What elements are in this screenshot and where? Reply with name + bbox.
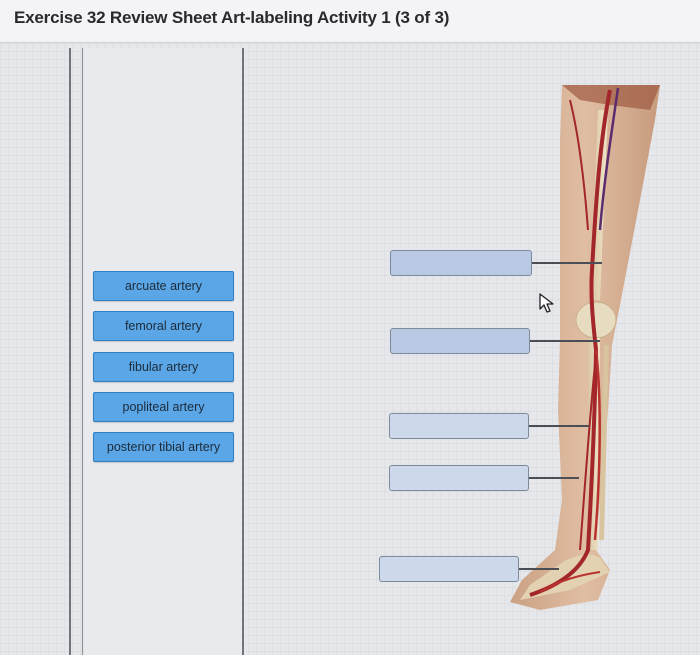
drop-target-5[interactable] xyxy=(379,556,519,582)
divider-left xyxy=(69,48,71,655)
divider-left-inner xyxy=(82,48,83,655)
label-arcuate-artery[interactable]: arcuate artery xyxy=(93,271,234,301)
leader-line-3 xyxy=(529,425,589,427)
label-posterior-tibial-artery[interactable]: posterior tibial artery xyxy=(93,432,234,462)
cursor-arrow-icon xyxy=(539,293,554,313)
leader-line-5 xyxy=(519,568,559,570)
page-title: Exercise 32 Review Sheet Art-labeling Ac… xyxy=(14,8,450,27)
leader-line-1 xyxy=(532,262,602,264)
drop-target-4[interactable] xyxy=(389,465,529,491)
label-femoral-artery[interactable]: femoral artery xyxy=(93,311,234,341)
label-bank xyxy=(84,48,242,655)
leg-artery-diagram xyxy=(510,85,660,610)
drop-target-2[interactable] xyxy=(390,328,530,354)
drop-target-1[interactable] xyxy=(390,250,532,276)
label-fibular-artery[interactable]: fibular artery xyxy=(93,352,234,382)
drop-target-3[interactable] xyxy=(389,413,529,439)
divider-right xyxy=(242,48,244,655)
leader-line-4 xyxy=(529,477,579,479)
title-bar: Exercise 32 Review Sheet Art-labeling Ac… xyxy=(0,0,700,43)
label-popliteal-artery[interactable]: popliteal artery xyxy=(93,392,234,422)
leader-line-2 xyxy=(530,340,600,342)
